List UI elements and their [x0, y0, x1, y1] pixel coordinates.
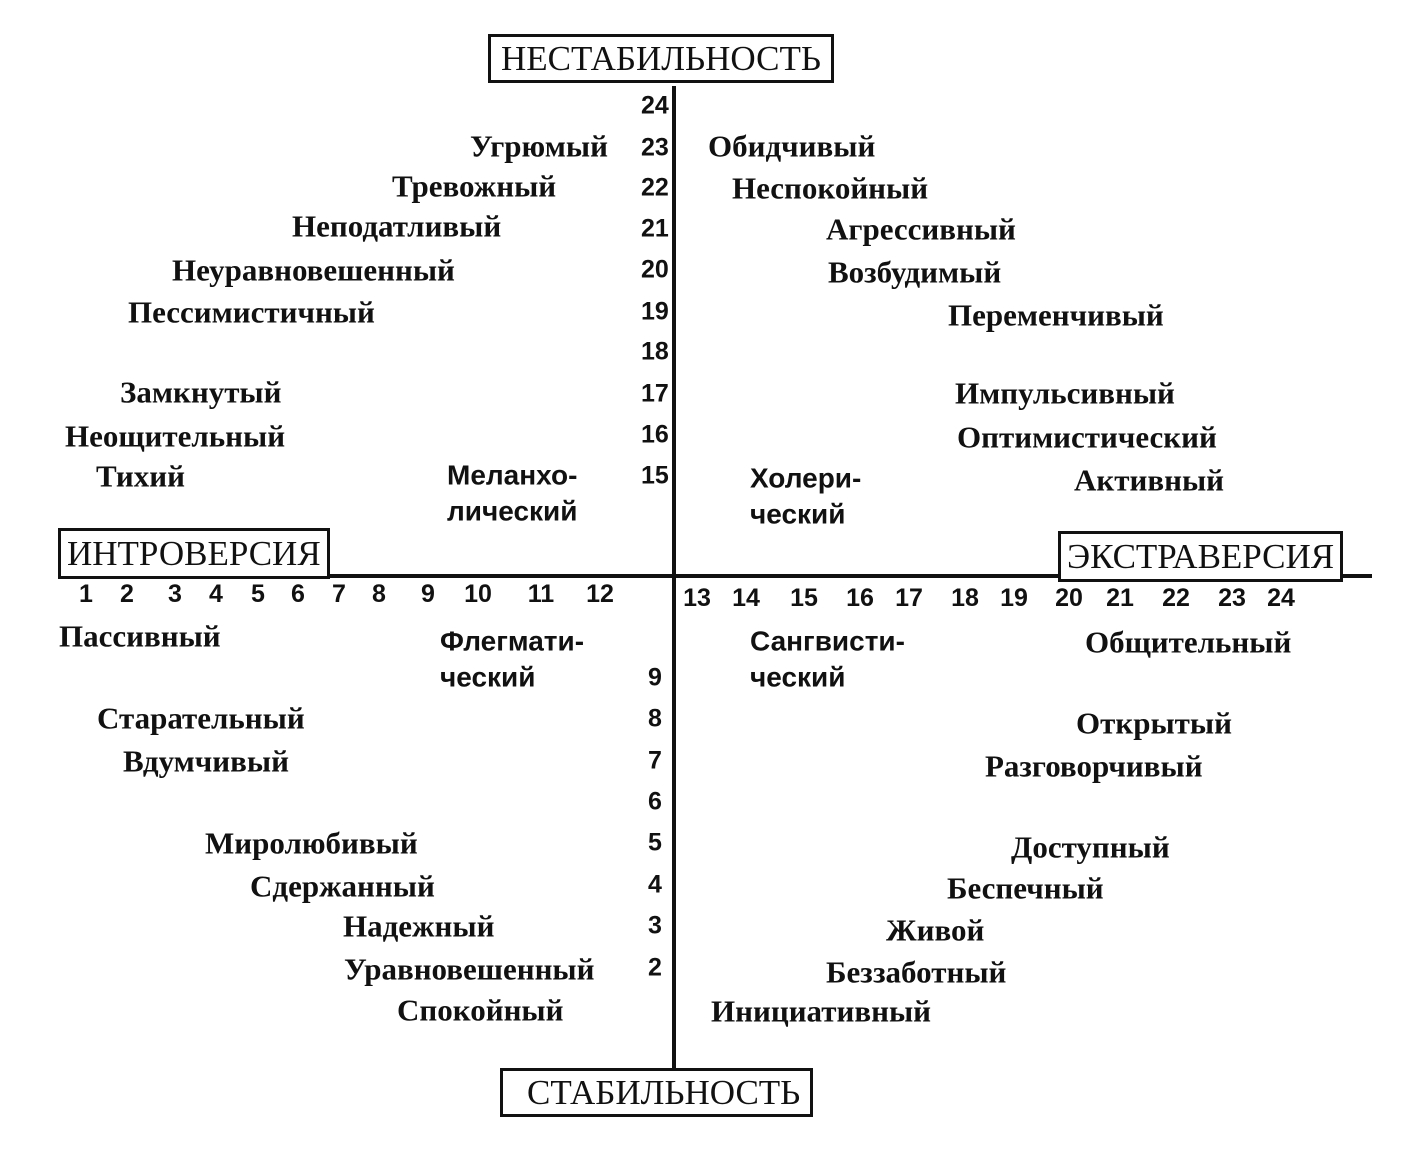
upper-scale-tick: 24 [641, 91, 669, 120]
left-scale-tick: 8 [372, 580, 386, 608]
trait-label: Надежный [343, 908, 495, 944]
upper-scale-tick: 20 [641, 255, 669, 284]
extraversion-axis [60, 574, 1372, 578]
trait-label: Агрессивный [826, 211, 1016, 247]
lower-scale-tick: 9 [648, 663, 662, 692]
trait-label: Замкнутый [120, 374, 282, 410]
trait-label: Оптимистический [957, 419, 1217, 455]
right-scale-tick: 24 [1267, 584, 1295, 612]
trait-label: Сдержанный [250, 868, 435, 904]
trait-label: Тревожный [392, 168, 557, 204]
trait-label: Неподатливый [292, 208, 502, 244]
trait-label: Спокойный [397, 992, 564, 1028]
trait-label: Неспокойный [732, 170, 929, 206]
lower-scale-tick: 8 [648, 704, 662, 733]
left-scale-tick: 9 [421, 580, 435, 608]
upper-scale-tick: 22 [641, 173, 669, 202]
trait-label: Беспечный [947, 870, 1104, 906]
right-scale-tick: 18 [951, 584, 979, 612]
trait-label: Неощительный [65, 418, 286, 454]
pole-instability: НЕСТАБИЛЬНОСТЬ [488, 34, 834, 83]
lower-scale-tick: 5 [648, 828, 662, 857]
trait-label: Старательный [97, 700, 305, 736]
trait-label: Вдумчивый [123, 743, 289, 779]
trait-label: Обидчивый [708, 128, 876, 164]
upper-scale-tick: 21 [641, 214, 669, 243]
trait-label: Импульсивный [955, 375, 1175, 411]
left-scale-tick: 7 [332, 580, 346, 608]
quadrant-melancholic: Меланхо- лический [447, 459, 578, 527]
upper-scale-tick: 18 [641, 337, 669, 366]
upper-scale-tick: 15 [641, 461, 669, 490]
trait-label: Инициативный [711, 993, 932, 1029]
trait-label: Уравновешенный [344, 951, 595, 987]
trait-label: Доступный [1011, 829, 1170, 865]
upper-scale-tick: 16 [641, 420, 669, 449]
lower-scale-tick: 6 [648, 787, 662, 816]
right-scale-tick: 14 [732, 584, 760, 612]
trait-label: Активный [1074, 462, 1225, 498]
trait-label: Живой [886, 912, 985, 948]
trait-label: Переменчивый [948, 297, 1164, 333]
left-scale-tick: 2 [120, 580, 134, 608]
pole-extraversion: ЭКСТРАВЕРСИЯ [1058, 531, 1344, 582]
right-scale-tick: 22 [1162, 584, 1190, 612]
trait-label: Тихий [96, 458, 185, 494]
right-scale-tick: 23 [1218, 584, 1246, 612]
left-scale-tick: 11 [527, 580, 555, 608]
left-scale-tick: 3 [168, 580, 182, 608]
right-scale-tick: 15 [790, 584, 818, 612]
trait-label: Пессимистичный [128, 294, 375, 330]
trait-label: Миролюбивый [205, 825, 418, 861]
upper-scale-tick: 17 [641, 379, 669, 408]
right-scale-tick: 13 [683, 584, 711, 612]
quadrant-sanguine: Сангвисти- ческий [750, 625, 905, 693]
upper-scale-tick: 23 [641, 133, 669, 162]
pole-stability: СТАБИЛЬНОСТЬ [500, 1068, 814, 1117]
trait-label: Беззаботный [826, 954, 1007, 990]
lower-scale-tick: 4 [648, 870, 662, 899]
lower-scale-tick: 2 [648, 953, 662, 982]
trait-label: Пассивный [59, 618, 221, 654]
lower-scale-tick: 3 [648, 911, 662, 940]
left-scale-tick: 12 [586, 580, 614, 608]
trait-label: Разговорчивый [985, 748, 1203, 784]
left-scale-tick: 1 [79, 580, 93, 608]
upper-scale-tick: 19 [641, 297, 669, 326]
trait-label: Открытый [1076, 705, 1232, 741]
pole-introversion: ИНТРОВЕРСИЯ [58, 528, 330, 579]
right-scale-tick: 17 [895, 584, 923, 612]
right-scale-tick: 21 [1106, 584, 1134, 612]
quadrant-phlegmatic: Флегмати- ческий [440, 625, 585, 693]
trait-label: Возбудимый [828, 254, 1002, 290]
trait-label: Угрюмый [470, 128, 608, 164]
left-scale-tick: 6 [291, 580, 305, 608]
left-scale-tick: 5 [251, 580, 265, 608]
right-scale-tick: 19 [1000, 584, 1028, 612]
right-scale-tick: 20 [1055, 584, 1083, 612]
left-scale-tick: 10 [464, 580, 492, 608]
trait-label: Неуравновешенный [172, 252, 455, 288]
right-scale-tick: 16 [846, 584, 874, 612]
left-scale-tick: 4 [209, 580, 223, 608]
quadrant-choleric: Холери- ческий [750, 462, 862, 530]
trait-label: Общительный [1085, 624, 1292, 660]
lower-scale-tick: 7 [648, 746, 662, 775]
